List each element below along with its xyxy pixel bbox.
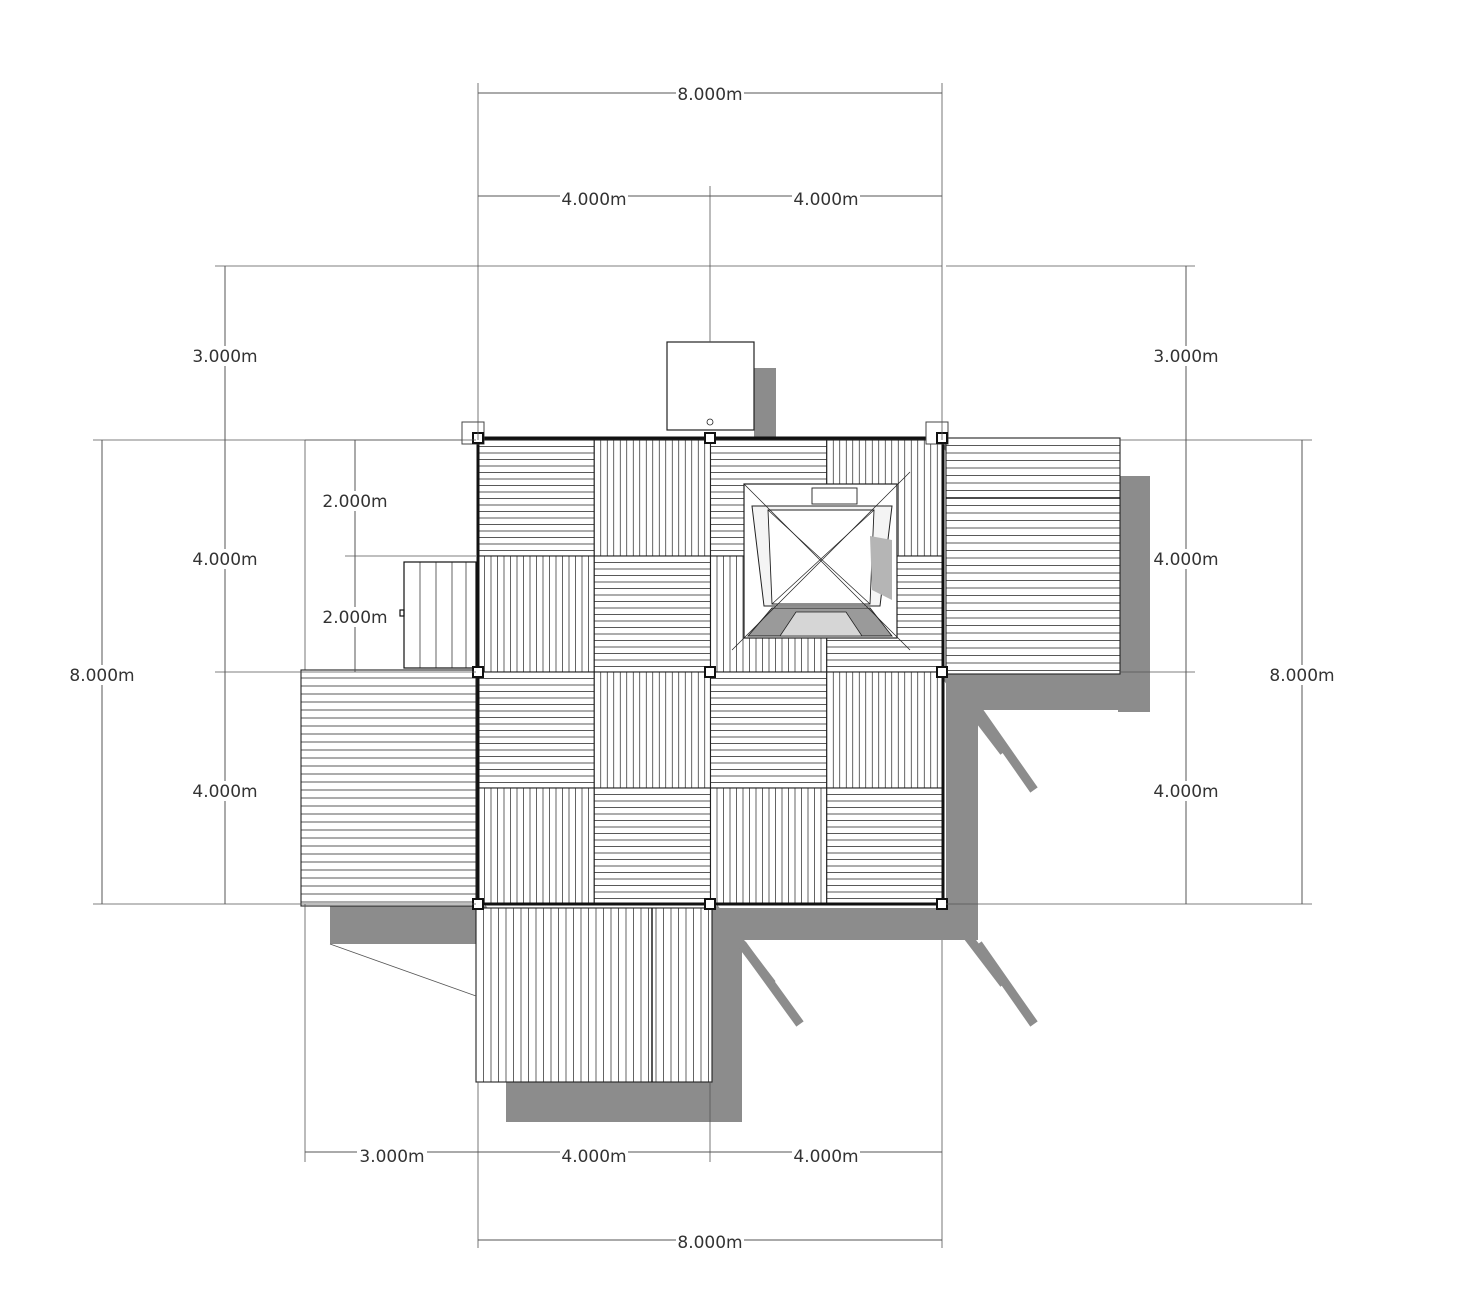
bottom-deck-shadow xyxy=(506,908,946,1122)
dim-bottom-overall: 8.000m xyxy=(677,1233,742,1253)
deck-tile xyxy=(593,671,712,789)
post-shadow xyxy=(738,941,804,1027)
post xyxy=(704,432,716,444)
deck-tile xyxy=(593,555,712,673)
right-deck-boards xyxy=(945,437,1121,675)
deck-tile xyxy=(477,439,595,557)
dim-left-inner-upper: 4.000m xyxy=(192,550,257,570)
deck-tile xyxy=(826,787,944,905)
left-deck-boards xyxy=(300,669,477,907)
dim-top-overall: 8.000m xyxy=(677,85,742,105)
post-shadow xyxy=(974,707,1038,793)
deck-tile xyxy=(593,439,712,557)
dim-top-left-half: 4.000m xyxy=(561,190,626,210)
deck-tile xyxy=(477,671,595,789)
left-deck-shadow xyxy=(330,906,476,944)
dimension-labels: 8.000m 4.000m 4.000m 3.000m 3.000m 4.000… xyxy=(67,84,1337,1253)
post xyxy=(704,666,716,678)
dim-top-right-half: 4.000m xyxy=(793,190,858,210)
bottom-deck-boards xyxy=(475,907,713,1083)
deck-tile xyxy=(593,787,712,905)
deck-tile xyxy=(477,555,595,673)
dim-right-upper-offset: 3.000m xyxy=(1153,347,1218,367)
dim-left-upper-offset: 3.000m xyxy=(192,347,257,367)
deck-tile xyxy=(477,787,595,905)
dim-right-inner-lower: 4.000m xyxy=(1153,782,1218,802)
dim-bottom-right-half: 4.000m xyxy=(793,1147,858,1167)
right-deck-shadow xyxy=(1118,476,1150,712)
skylight-hatch xyxy=(731,471,911,651)
left-deck xyxy=(300,669,477,907)
top-storage-box xyxy=(666,341,755,431)
deck-tile xyxy=(709,787,828,905)
post xyxy=(936,666,948,678)
bottom-deck xyxy=(475,907,713,1083)
post xyxy=(936,898,948,910)
dim-bottom-left-half: 4.000m xyxy=(561,1147,626,1167)
deck-tile xyxy=(826,671,944,789)
dim-left-overall: 8.000m xyxy=(69,666,134,686)
deck-tile xyxy=(709,671,828,789)
dim-right-overall: 8.000m xyxy=(1269,666,1334,686)
top-box-shadow xyxy=(754,368,776,438)
dim-stair-lower: 2.000m xyxy=(322,608,387,628)
post-shadow xyxy=(974,941,1038,1027)
right-deck xyxy=(945,437,1121,675)
stair-block xyxy=(403,561,477,669)
post xyxy=(704,898,716,910)
dim-left-inner-lower: 4.000m xyxy=(192,782,257,802)
dim-right-inner-upper: 4.000m xyxy=(1153,550,1218,570)
dim-stair-upper: 2.000m xyxy=(322,492,387,512)
dim-bottom-left-extension: 3.000m xyxy=(359,1147,424,1167)
